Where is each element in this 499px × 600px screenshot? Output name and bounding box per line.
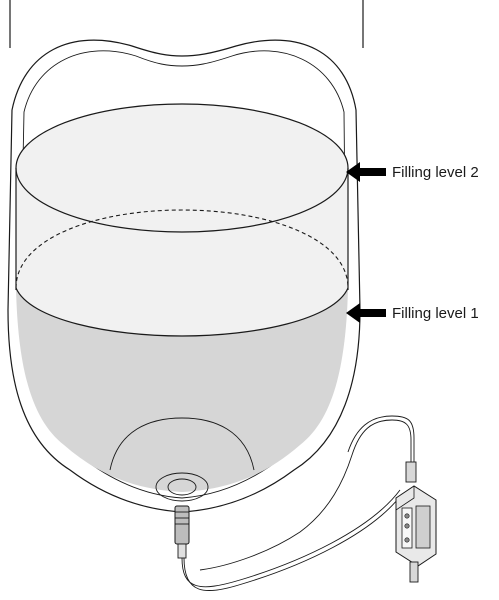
arrow-left-icon [346,162,386,182]
outlet-ring-inner [167,478,197,496]
arrow-left-icon [346,303,386,323]
sensor-cable-outer [183,493,403,591]
liquid-upper-region [16,104,348,336]
amplifier-bottom-connector [409,561,419,583]
filling-level-1-label: Filling level 1 [392,305,479,322]
sensor-connector [177,543,187,559]
liquid-lower-region [16,288,348,492]
amplifier-cable [199,419,412,571]
filling-level-1-surface-front [15,287,349,337]
bottom-dome [109,417,255,471]
filling-level-1-surface-rear [15,209,349,289]
filling-level-2-label: Filling level 2 [392,164,479,181]
outlet-ring-outer [155,472,209,502]
amplifier-cable-top [347,415,415,478]
amplifier-top-connector [405,461,417,483]
sensor-cable [181,489,401,588]
amplifier-unit [395,485,437,567]
filling-level-2-surface [15,103,349,233]
bag-outer-outline [7,39,361,513]
